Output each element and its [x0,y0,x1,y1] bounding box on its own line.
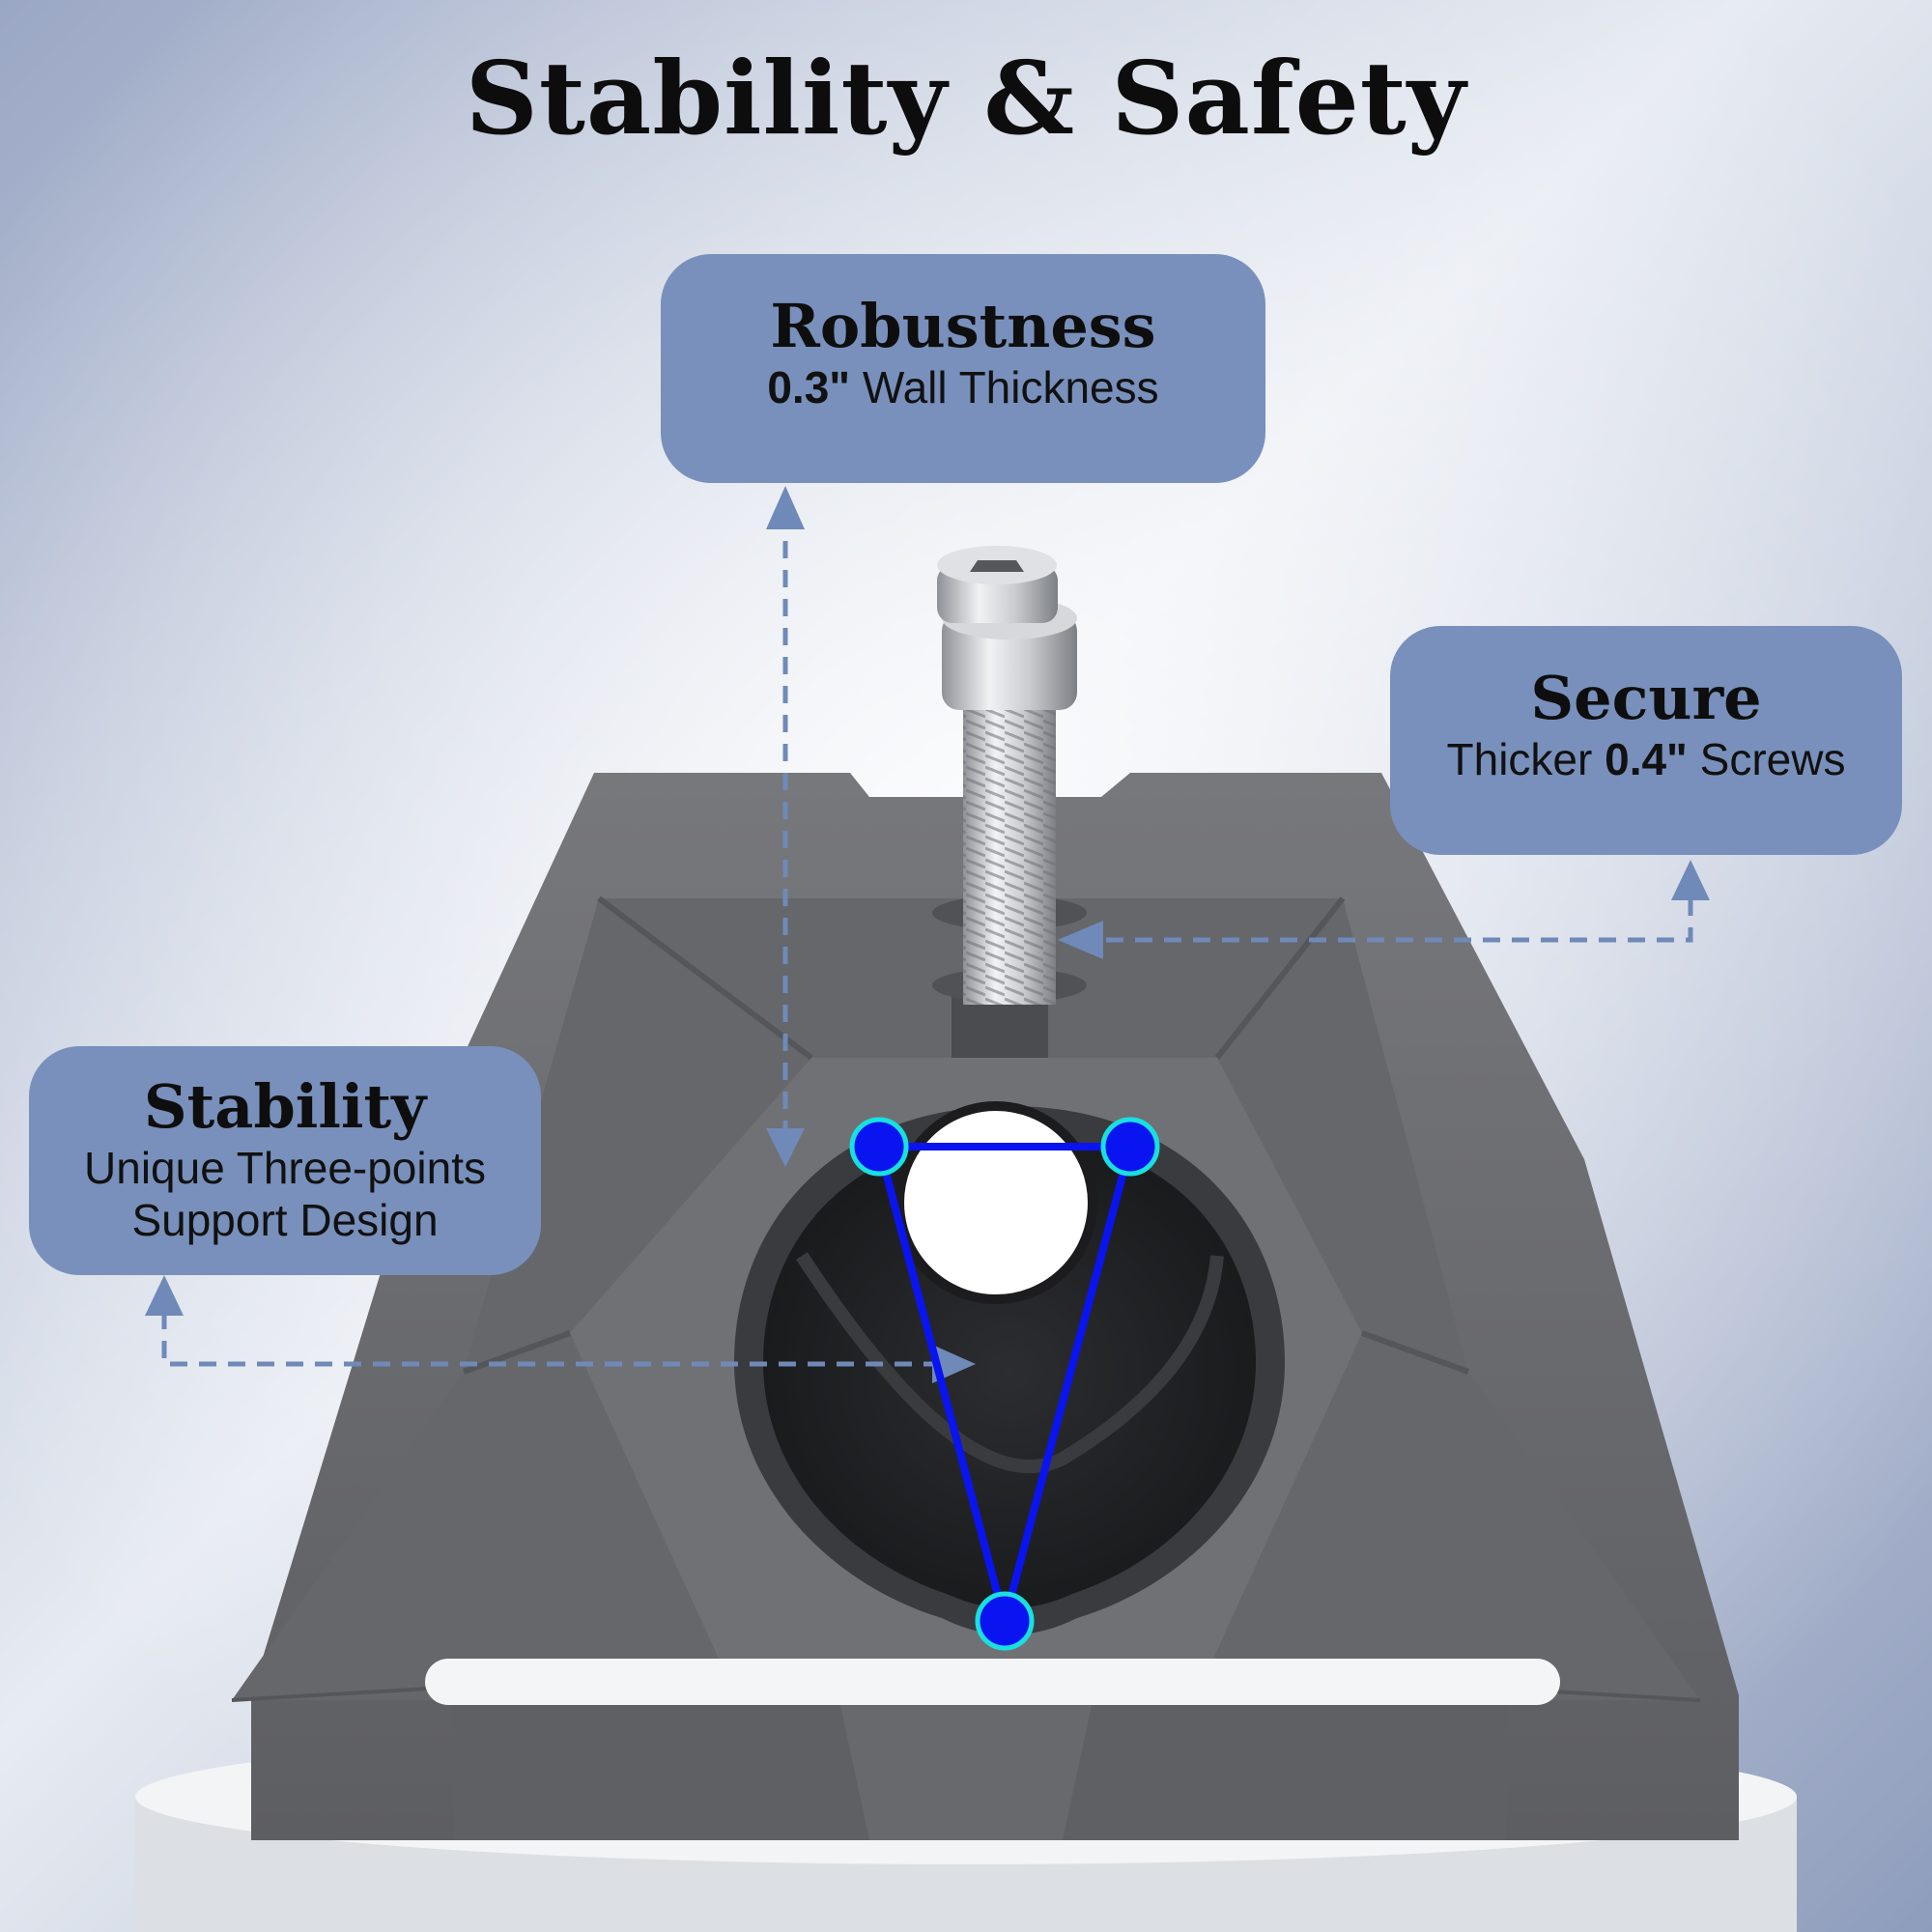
secure-prefix: Thicker [1446,734,1605,784]
support-point-3 [975,1591,1035,1651]
robustness-card: Robustness 0.3" Wall Thickness [661,254,1265,483]
secure-card: Secure Thicker 0.4" Screws [1390,626,1902,855]
page-title: Stability & Safety [465,39,1467,157]
secure-arrow-head-left [1058,921,1103,959]
support-point-1 [849,1117,909,1177]
support-triangle [849,1117,1160,1651]
robustness-value: 0.3" [767,362,851,412]
robustness-arrow-head-up [766,486,805,529]
callout-arrows [161,512,1693,1367]
secure-heading: Secure [1530,663,1762,733]
stability-arrow-head-up [145,1275,184,1316]
stability-arrow-line [161,1312,952,1367]
robustness-text: Wall Thickness [850,362,1159,412]
secure-arrow-head-up [1671,860,1710,900]
secure-arrow-line [1087,898,1693,943]
stability-line-2: Support Design [131,1195,439,1245]
secure-value: 0.4" [1605,734,1688,784]
secure-suffix: Screws [1687,734,1846,784]
stability-heading: Stability [143,1071,427,1142]
screw [932,546,1087,1058]
stability-line-1: Unique Three-points [84,1143,486,1193]
stability-card: Stability Unique Three-points Support De… [29,1046,541,1275]
secure-detail: Thicker 0.4" Screws [1390,733,1902,785]
mount-bore [734,1101,1285,1635]
robustness-arrow-head-down [766,1128,805,1167]
robustness-detail: 0.3" Wall Thickness [661,361,1265,413]
support-point-2 [1100,1117,1160,1177]
robustness-heading: Robustness [770,291,1156,361]
base-slot [425,1659,1560,1705]
